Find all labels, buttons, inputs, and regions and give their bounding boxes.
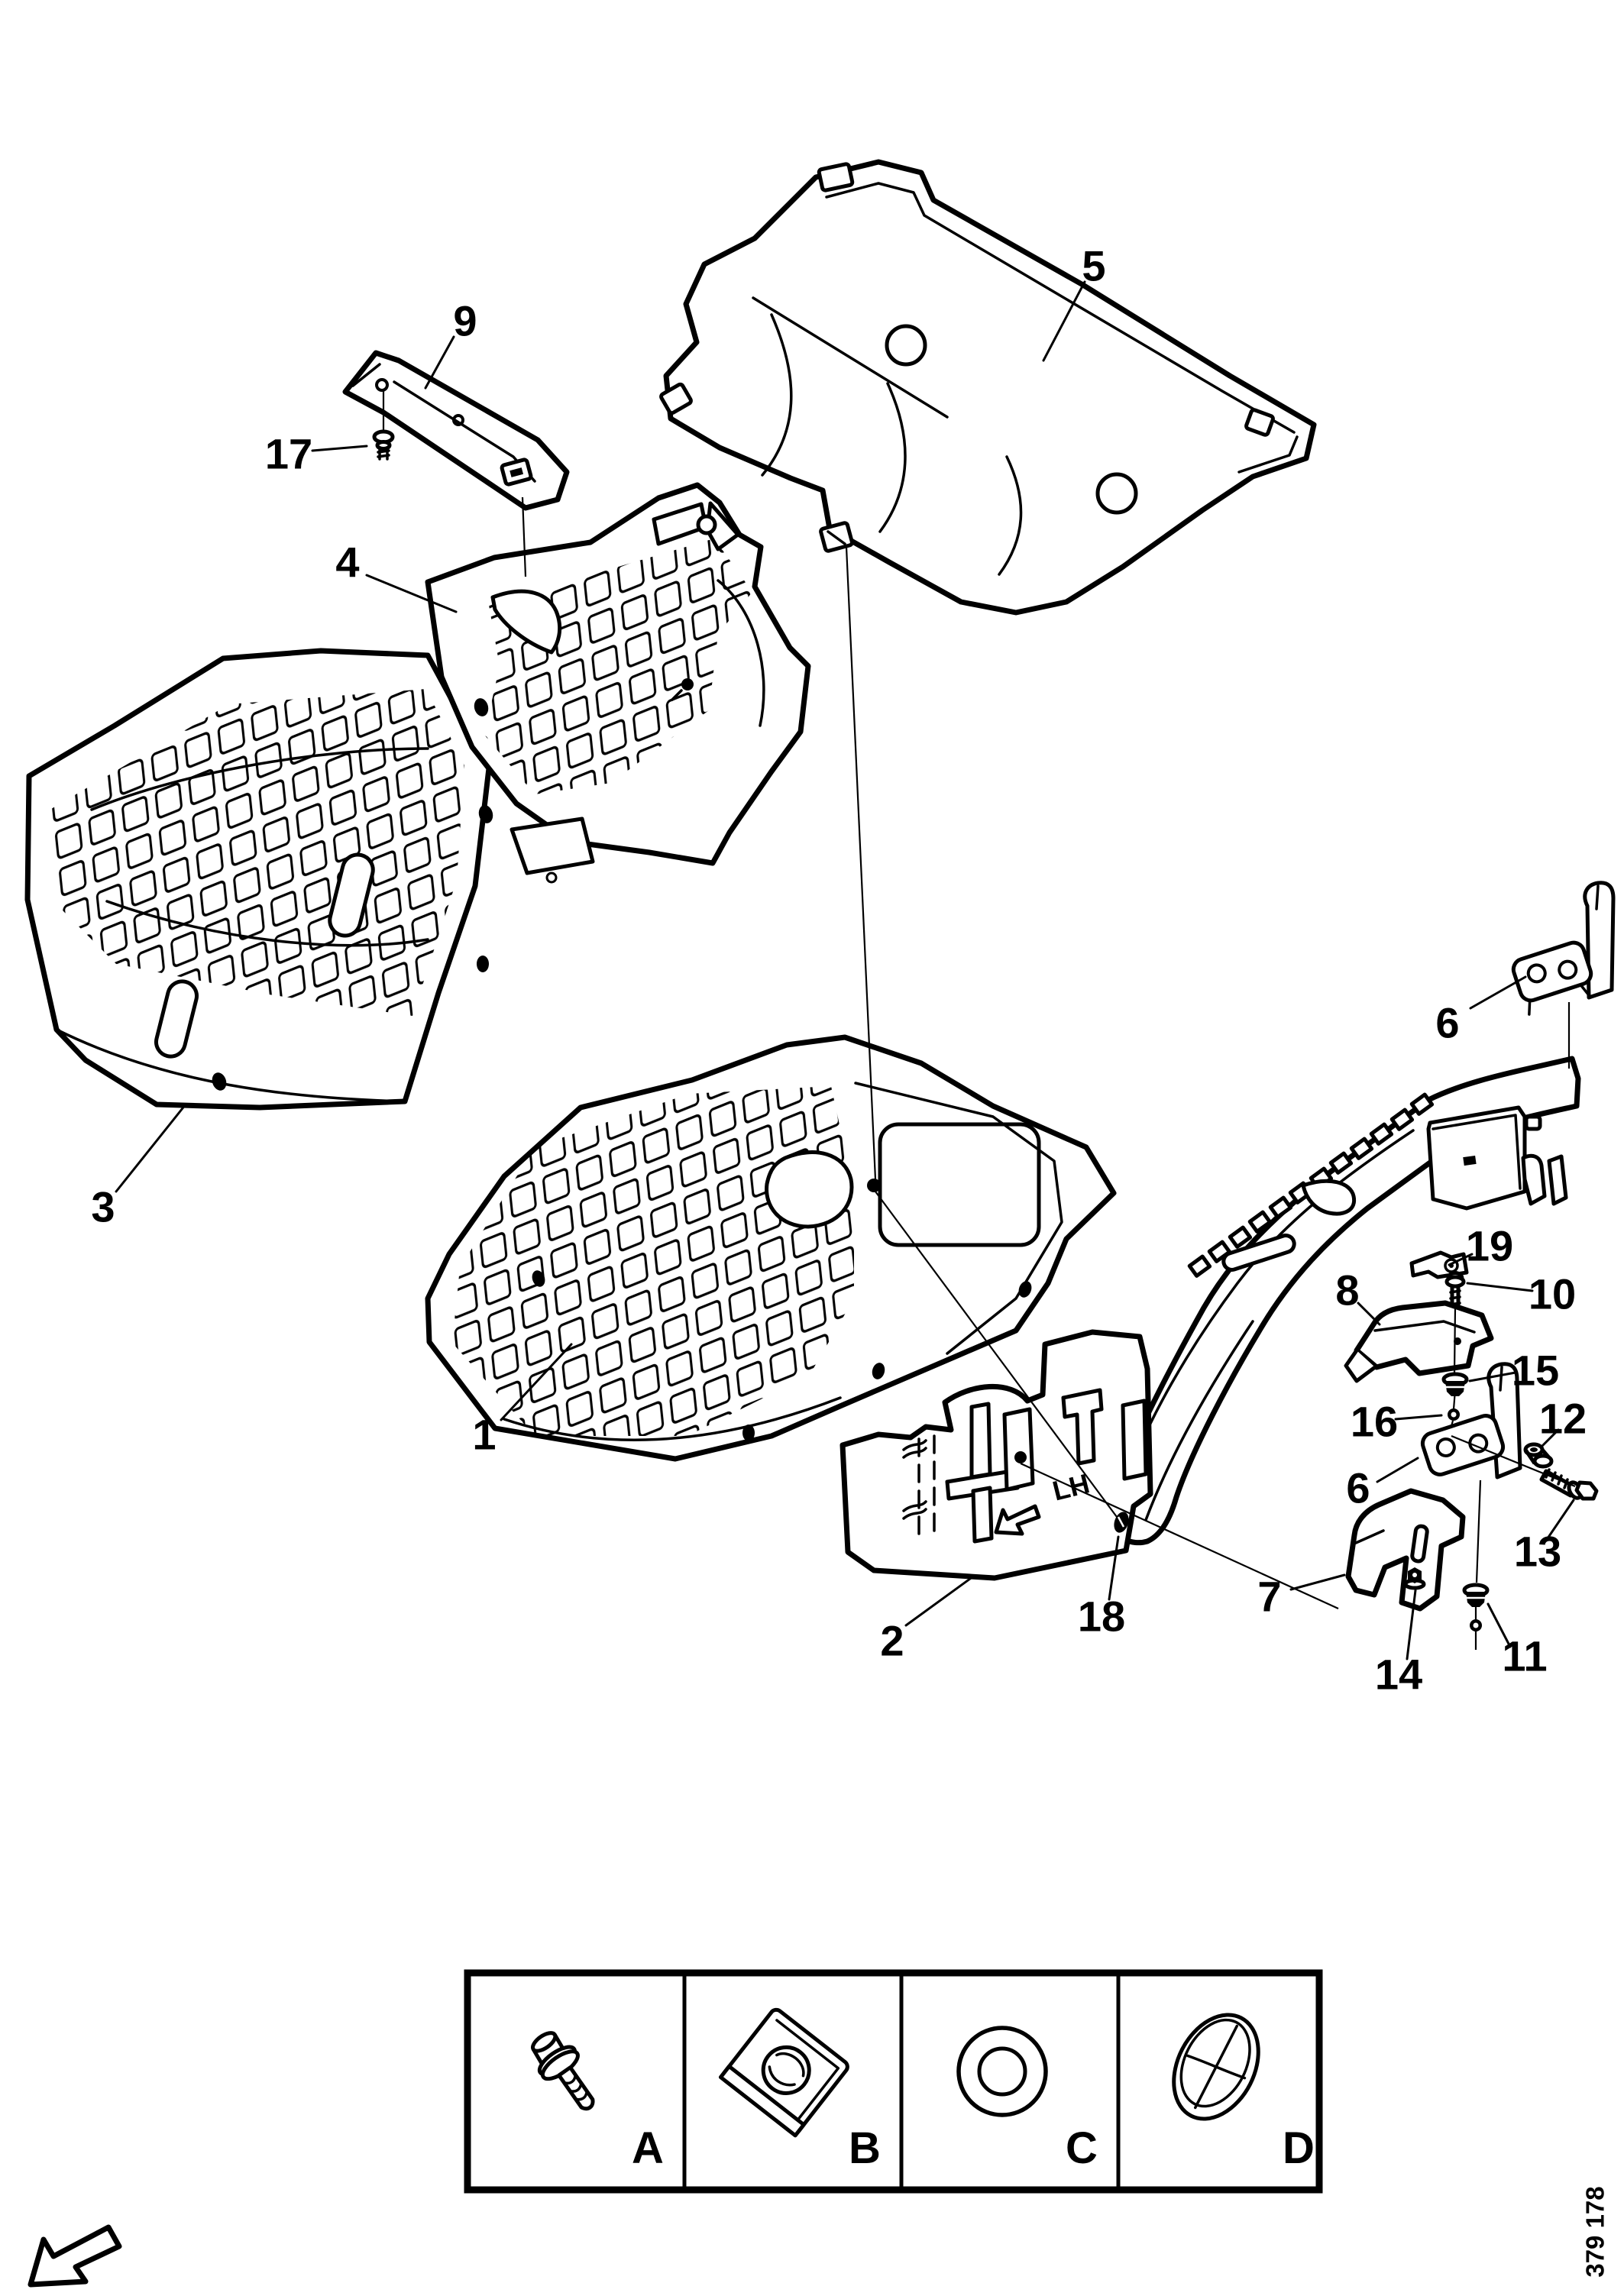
leader-line-17 [311,445,368,452]
callout-3: 3 [91,1183,115,1231]
panel5-clip [659,162,1275,553]
callout-2: 2 [880,1617,904,1665]
callout-15: 15 [1512,1347,1559,1395]
leader-line-2 [904,1575,975,1627]
screw-10-fastener [1444,1271,1466,1308]
legend-letter-d: D [1283,2123,1315,2173]
alignment-line [1451,1434,1576,1488]
part-9-support-bracket [342,350,570,511]
leader-line-6b [1376,1457,1419,1483]
alignment-line [875,1191,1118,1518]
panel3-clip-pin [212,956,489,1091]
alignment-line [845,546,877,1180]
leader-line-8 [1357,1302,1381,1326]
u-clip-nut-icon [718,2007,849,2138]
legend-cell-d: D [1172,2013,1315,2173]
washer-icon [956,2026,1048,2117]
figure-number-label: 379 178 [1581,2186,1609,2277]
leader-line-9 [424,335,455,390]
legend-letter-c: C [1066,2123,1098,2173]
legend-letter-a: A [632,2123,664,2173]
callout-10: 10 [1529,1270,1576,1318]
part-4-upper-insulation-panel [425,482,811,884]
leader-line-13 [1546,1499,1575,1540]
callout-5: 5 [1082,242,1105,290]
leader-line-3 [115,1103,187,1193]
legend-frame [464,1969,1323,2194]
sill-clip-teeth [1187,1092,1435,1278]
callout-16: 16 [1351,1398,1398,1446]
screw-17-fastener [372,429,395,461]
legend-cell-b: B [718,2007,881,2173]
leader-line-16 [1394,1414,1443,1421]
legend-box: A B C D [464,1969,1323,2194]
washer-16 [1448,1408,1460,1421]
leader-line-10 [1466,1282,1534,1292]
leader-line-18 [1108,1535,1120,1601]
callout-1: 1 [472,1411,496,1459]
leader-line-14 [1406,1589,1417,1661]
leader-line-1 [500,1343,573,1421]
callout-4: 4 [335,538,359,587]
leader-line-5 [1042,280,1086,362]
part-19-retainer-strip [1409,1250,1469,1279]
alignment-line [1474,1479,1482,1650]
leader-line-6a [1469,975,1527,1010]
part-7-hook-bracket [1345,1488,1466,1612]
part-2-side-insulation-panel: LH [839,1329,1153,1581]
bolt-13-fastener [1539,1468,1599,1501]
legend-cell-c: C [956,2026,1098,2173]
nut-14-fastener [1403,1567,1426,1590]
flanged-screw-icon [531,2031,595,2111]
grommet-15 [1441,1372,1469,1396]
bushing-12 [1523,1442,1554,1469]
legend-letter-b: B [849,2123,881,2173]
callout-6a: 6 [1435,999,1459,1047]
callout-7: 7 [1257,1573,1281,1621]
blanking-plug-icon [1172,2013,1260,2121]
legend-dividers [682,1973,1121,2190]
clip-18-fastener [1114,1512,1129,1533]
lh-direction-arrow-icon [994,1504,1041,1536]
part-3-front-insulation-panel [24,648,492,1111]
leader-line-15 [1468,1371,1517,1382]
part-6-upper-bracket [1511,881,1616,1016]
callout-14: 14 [1375,1651,1422,1699]
grommet-11 [1462,1583,1490,1607]
direction-arrow-icon [27,2224,122,2288]
leader-line-7 [1289,1573,1346,1591]
callout-17: 17 [265,430,312,478]
panel4-clip-pin [474,678,694,823]
part-5-rear-cover-panel [659,159,1317,616]
alignment-lines [382,391,1576,1650]
callout-18: 18 [1078,1593,1125,1641]
part-6-lower-bracket [1420,1362,1522,1479]
callout-19: 19 [1466,1222,1513,1270]
callout-leaders [115,280,1575,1661]
leader-line-12 [1540,1428,1560,1448]
callout-8: 8 [1335,1266,1359,1315]
callout-11: 11 [1502,1632,1547,1680]
alignment-line [1020,1462,1339,1610]
callout-9: 9 [453,297,477,345]
alignment-line [1450,1307,1457,1427]
legend-cell-a: A [531,2031,664,2173]
part-1-floor-insulation-panel [425,1034,1117,1462]
washer-11 [1470,1619,1482,1631]
part-8-hook-bracket [1344,1300,1494,1383]
callout-12: 12 [1539,1395,1587,1443]
panel2-grommet [1014,1451,1027,1463]
alignment-line [521,496,527,577]
leader-line-19 [1448,1253,1474,1266]
callout-6b: 6 [1346,1464,1370,1512]
leader-line-4 [365,574,458,613]
panel1-clip-pin [532,1179,1032,1441]
callout-13: 13 [1514,1528,1561,1576]
leader-line-11 [1487,1602,1512,1648]
